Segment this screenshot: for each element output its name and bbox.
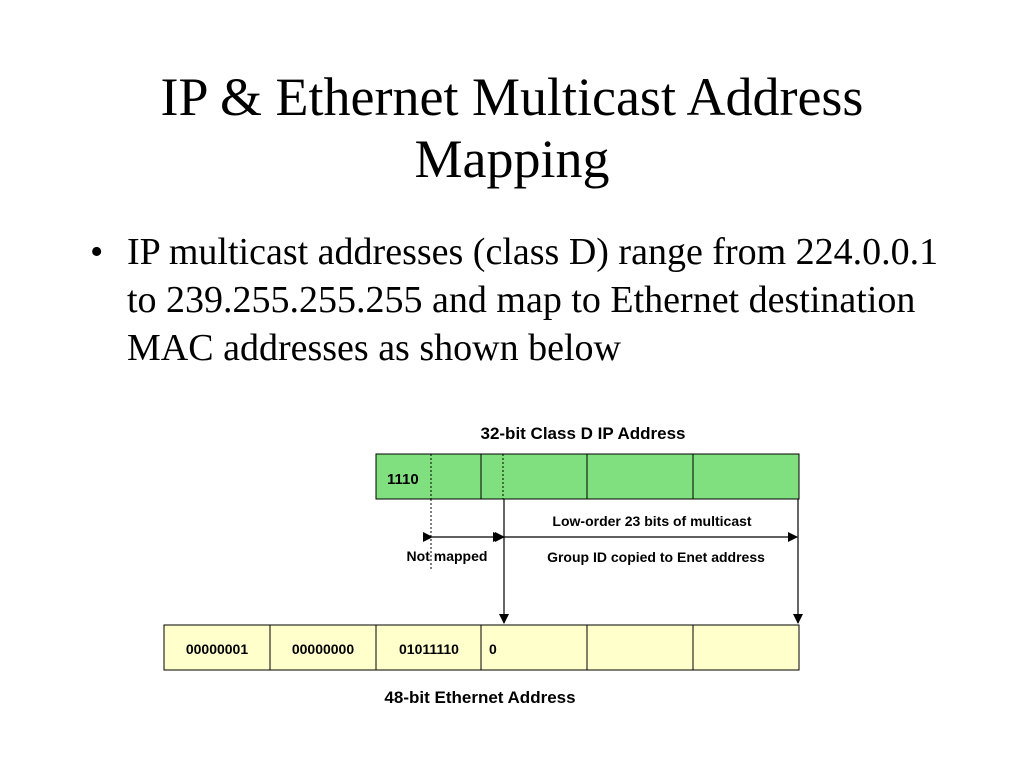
low-order-label: Low-order 23 bits of multicast bbox=[552, 513, 751, 529]
slide-title: IP & Ethernet Multicast Address Mapping bbox=[60, 66, 964, 190]
not-mapped-label: Not mapped bbox=[407, 548, 488, 564]
ip-address-label: 32-bit Class D IP Address bbox=[480, 424, 685, 443]
title-line-2: Mapping bbox=[414, 129, 610, 189]
eth-cell-2: 00000000 bbox=[292, 641, 355, 657]
bullet-icon: • bbox=[90, 231, 104, 273]
eth-cell-4: 0 bbox=[489, 641, 497, 657]
bullet-item: • IP multicast addresses (class D) range… bbox=[90, 228, 940, 372]
ip-address-bar: 1110 bbox=[375, 453, 800, 500]
eth-cell-3: 01011110 bbox=[399, 641, 459, 657]
title-line-1: IP & Ethernet Multicast Address bbox=[160, 67, 864, 127]
ethernet-address-label: 48-bit Ethernet Address bbox=[384, 688, 575, 707]
ethernet-address-bar: 00000001 00000000 01011110 0 bbox=[163, 624, 800, 671]
bullet-list: • IP multicast addresses (class D) range… bbox=[90, 228, 940, 372]
bullet-text: IP multicast addresses (class D) range f… bbox=[127, 231, 939, 369]
eth-cell-1: 00000001 bbox=[186, 641, 249, 657]
ip-prefix: 1110 bbox=[387, 471, 419, 488]
group-id-label: Group ID copied to Enet address bbox=[547, 549, 765, 565]
